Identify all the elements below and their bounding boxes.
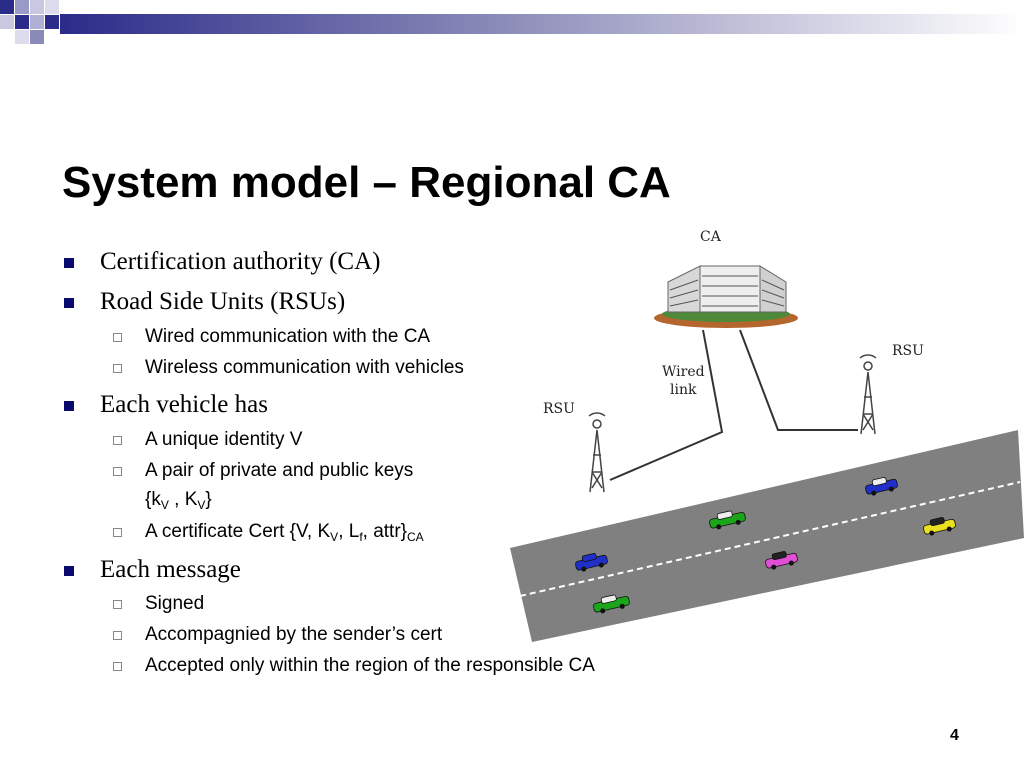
sub-bullet-item: A pair of private and public keys [145,460,414,481]
rsu-left-label: RSU [543,401,575,417]
ca-building-icon [654,265,798,328]
slide-title: System model – Regional CA [62,158,671,207]
sub-bullet-marker [113,333,122,342]
lane-divider [519,481,1021,597]
bullet-item: Certification authority (CA) [100,248,381,275]
car-icon [593,594,630,614]
car-icon [709,510,746,530]
bullet-marker [64,298,74,308]
wired-link-left [609,329,724,481]
sub-bullet-item: Wired communication with the CA [145,326,431,347]
header-decoration [0,0,1024,48]
sub-bullet-item: Wireless communication with vehicles [145,357,464,378]
bullet-marker [64,258,74,268]
regional-ca-diagram: CA Wired link RSU RSU [510,229,1024,642]
sub-bullet-marker [113,364,122,373]
bullet-item: Each vehicle has [100,391,268,418]
bullet-item: Each message [100,556,241,583]
page-number: 4 [950,727,959,744]
header-pattern [0,0,1024,44]
car-icon [765,551,798,570]
bullet-marker [64,566,74,576]
rsu-left-antenna-icon [588,412,606,493]
sub-bullet-item: A certificate Cert {V, KV, Lf, attr}CA [145,521,424,544]
sub-bullet-item: Accepted only within the region of the r… [145,655,595,676]
sub-bullet-marker [113,436,122,445]
car-icon [575,553,608,572]
key-pair-notation: {kV , KV} [145,489,212,512]
sub-bullet-item: Signed [145,593,205,614]
sub-bullet-marker [113,467,122,476]
wired-link-right [739,329,858,431]
sub-bullet-marker [113,631,122,640]
sub-bullet-item: A unique identity V [145,429,303,450]
sub-bullet-item: Accompagnied by the sender’s cert [145,624,443,645]
car-icon [923,517,956,536]
road [510,430,1024,642]
sub-bullet-marker [113,600,122,609]
ca-label: CA [700,229,722,245]
bullet-item: Road Side Units (RSUs) [100,288,346,315]
rsu-right-label: RSU [892,343,924,359]
car-icon [865,477,898,496]
wired-label-line2: link [670,382,697,398]
sub-bullet-marker [113,528,122,537]
rsu-right-antenna-icon [859,354,877,435]
bullet-marker [64,401,74,411]
sub-bullet-marker [113,662,122,671]
wired-label-line1: Wired [662,364,705,380]
